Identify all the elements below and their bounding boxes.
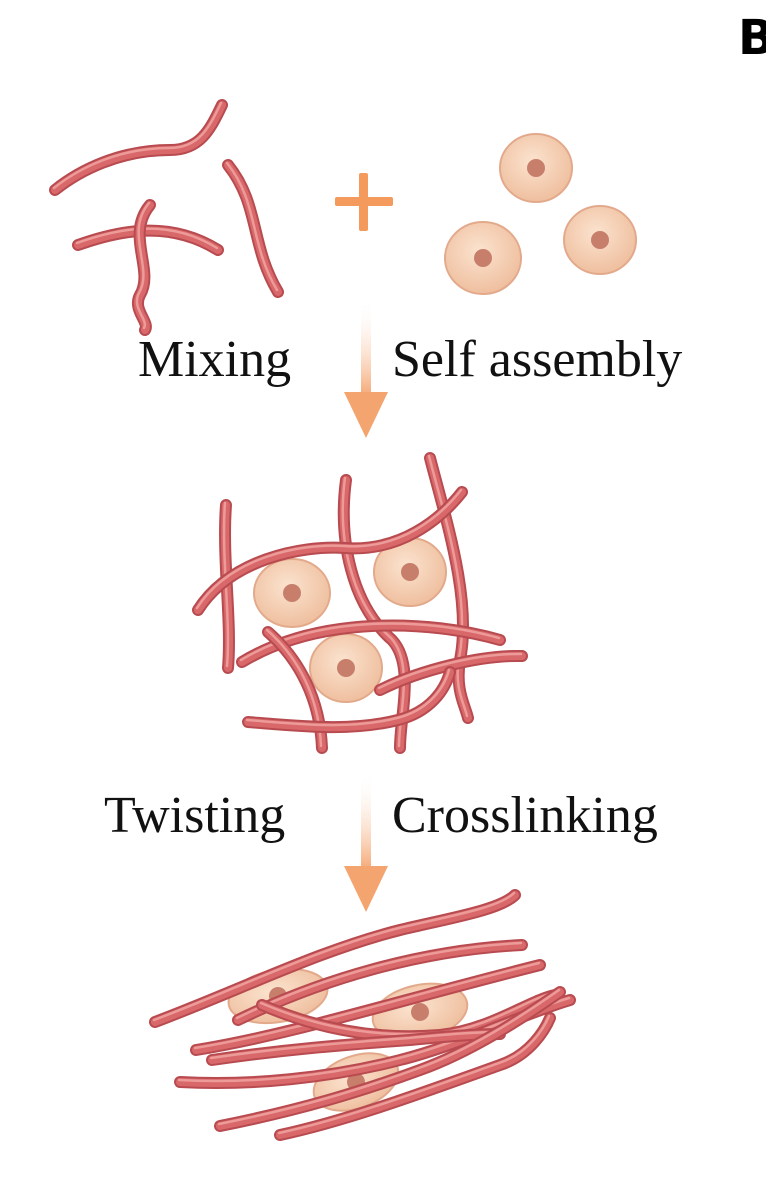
fiber-highlight — [152, 891, 516, 1022]
fiber-highlight — [193, 961, 541, 1050]
fiber-highlight — [239, 622, 501, 662]
fiber-highlight — [245, 668, 451, 727]
cell-nucleus — [283, 584, 301, 602]
plus-icon — [335, 173, 393, 231]
fiber — [51, 101, 226, 194]
cell — [444, 221, 522, 295]
fiber — [151, 891, 519, 1026]
cell — [309, 633, 383, 703]
fiber-highlight — [225, 161, 279, 292]
step-label-crosslinking: Crosslinking — [392, 787, 658, 844]
fiber — [194, 488, 466, 614]
free-cells — [444, 133, 637, 295]
cell — [563, 205, 637, 275]
embedded-cells — [253, 537, 447, 703]
arrow-down-icon — [344, 772, 388, 912]
fiber — [339, 476, 409, 752]
fiber — [244, 668, 454, 732]
panel-label: B — [738, 10, 766, 66]
fiber — [192, 961, 544, 1054]
fiber-highlight — [217, 988, 561, 1126]
fiber-highlight — [277, 1014, 551, 1135]
fiber — [238, 621, 504, 666]
fiber — [276, 1014, 554, 1139]
fiber-highlight — [135, 201, 151, 330]
cell — [253, 558, 331, 628]
fiber — [376, 651, 526, 694]
step-label-mixing: Mixing — [138, 331, 292, 388]
cell-nucleus — [401, 563, 419, 581]
fiber — [216, 988, 564, 1130]
fiber-highlight — [195, 488, 463, 610]
fiber — [208, 1030, 504, 1064]
cell-nucleus — [337, 659, 355, 677]
cell-nucleus — [527, 159, 545, 177]
fiber-highlight — [52, 101, 223, 190]
cell — [499, 133, 573, 203]
fiber-highlight — [209, 1030, 501, 1060]
aligned-bundle — [149, 889, 576, 1141]
cell-nucleus — [474, 249, 492, 267]
fiber-highlight — [377, 652, 523, 690]
fiber-highlight — [341, 476, 406, 748]
assembled-network — [192, 452, 528, 754]
step-label-twisting: Twisting — [104, 787, 286, 844]
step-label-self-assembly: Self assembly — [392, 331, 683, 388]
cell-nucleus — [411, 1003, 429, 1021]
cell-nucleus — [591, 231, 609, 249]
arrow-down-icon — [344, 298, 388, 438]
loose-fibers — [49, 99, 284, 336]
cell — [373, 537, 447, 607]
